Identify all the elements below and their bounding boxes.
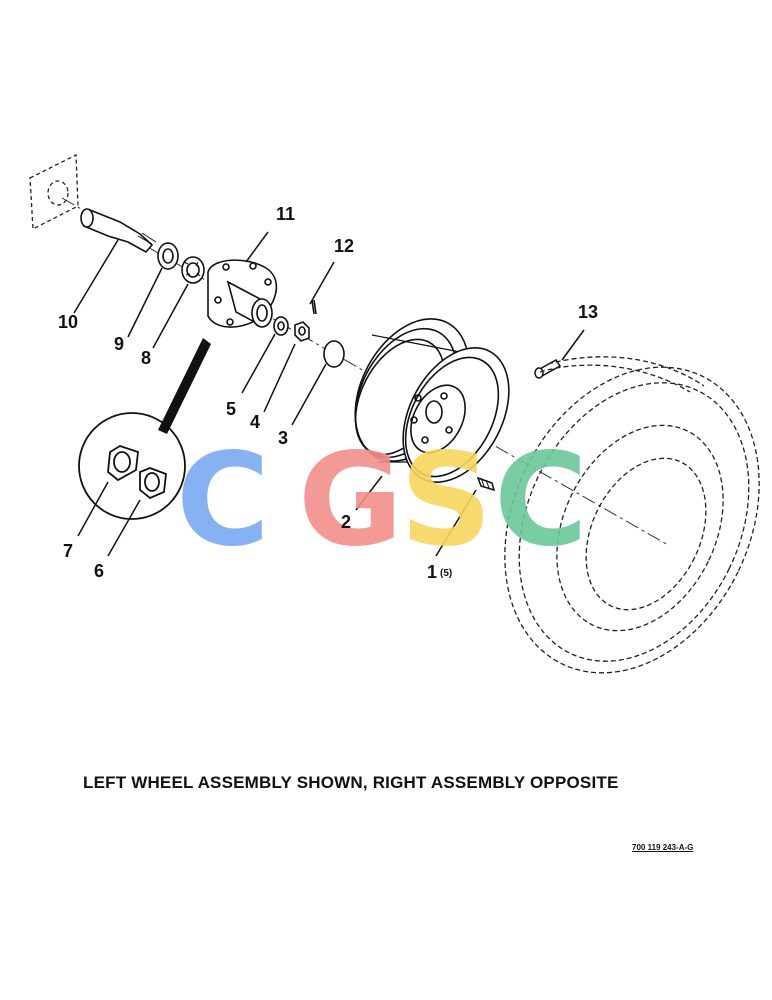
watermark-letter-2: G	[298, 426, 403, 575]
spindle	[80, 208, 157, 254]
leader-lines	[73, 231, 585, 557]
spindle-nut	[294, 321, 310, 342]
inner-bearing-cone	[181, 256, 205, 284]
watermark-letter-4: C	[494, 426, 588, 575]
callout-4: 4	[250, 412, 260, 432]
tire	[504, 356, 760, 674]
cgsc-watermark: C G S C	[176, 426, 588, 575]
inset-pointer	[158, 338, 211, 434]
callout-5: 5	[226, 399, 236, 419]
axis-centerline	[61, 197, 669, 546]
dust-cap	[323, 340, 345, 368]
cotter-pin	[311, 299, 317, 315]
callout-1-quantity: (5)	[440, 568, 452, 579]
callout-10: 10	[58, 312, 78, 332]
callout-1: 1	[427, 562, 437, 582]
watermark-letter-1: C	[176, 426, 270, 575]
drawing-number: 700 119 243-A-G	[632, 843, 694, 852]
figure-caption: LEFT WHEEL ASSEMBLY SHOWN, RIGHT ASSEMBL…	[83, 773, 619, 792]
callout-labels: 10 9 8 11 12 13 5 4 3 2 1 (5) 7 6	[58, 204, 598, 582]
callout-13: 13	[578, 302, 598, 322]
callout-7: 7	[63, 541, 73, 561]
mounting-plate	[29, 153, 79, 231]
callout-8: 8	[141, 348, 151, 368]
hub	[207, 259, 278, 328]
seal	[157, 242, 179, 270]
callout-11: 11	[276, 204, 295, 224]
callout-12: 12	[334, 236, 354, 256]
outer-bearing-cone	[273, 316, 289, 336]
lug-bolt	[476, 476, 496, 492]
bearing-cup-inset	[78, 412, 186, 520]
valve-stem	[534, 359, 562, 379]
callout-9: 9	[114, 334, 124, 354]
watermark-letter-3: S	[400, 426, 492, 575]
callout-6: 6	[94, 561, 104, 581]
callout-2: 2	[341, 512, 351, 532]
callout-3: 3	[278, 428, 288, 448]
wheel-rim	[354, 318, 510, 483]
